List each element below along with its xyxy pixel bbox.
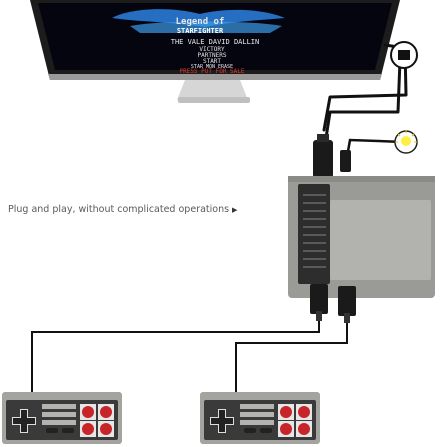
dpad-icon bbox=[12, 409, 36, 433]
action-buttons bbox=[278, 404, 312, 437]
monitor: Legend of STARFIGHTER THE VALE DAVID DAL… bbox=[30, 0, 400, 103]
screen-title-2: STARFIGHTER bbox=[177, 27, 224, 35]
controller-1 bbox=[2, 392, 122, 444]
action-buttons bbox=[80, 404, 114, 437]
power-cable bbox=[340, 130, 418, 172]
monitor-screen bbox=[38, 3, 392, 70]
game-title-art: Legend of STARFIGHTER bbox=[112, 9, 285, 35]
controller-plugs bbox=[310, 284, 356, 323]
controller-cables bbox=[31, 321, 348, 392]
screen-row-3: PARTNERS bbox=[198, 52, 227, 59]
hdmi-port-callout bbox=[390, 41, 418, 69]
screen-row-5: STAR MON ERASE bbox=[191, 64, 233, 70]
play-arrow-icon: ▶ bbox=[232, 206, 238, 214]
screen-row-6: PRESS PUT FOR SALE bbox=[179, 68, 244, 75]
controller-2 bbox=[200, 392, 320, 444]
video-plug bbox=[313, 134, 333, 178]
console-vents bbox=[303, 194, 326, 268]
caption-text: Plug and play, without complicated opera… bbox=[8, 204, 230, 215]
screen-row-4: START bbox=[203, 58, 221, 65]
dpad-icon bbox=[210, 409, 234, 433]
screen-row-2: VICTORY bbox=[199, 46, 225, 53]
screen-title-1: Legend of bbox=[176, 17, 225, 27]
screen-row-1: THE VALE DAVID DALLIN bbox=[171, 38, 260, 46]
caption: Plug and play, without complicated opera… bbox=[8, 204, 237, 215]
console bbox=[288, 176, 435, 298]
